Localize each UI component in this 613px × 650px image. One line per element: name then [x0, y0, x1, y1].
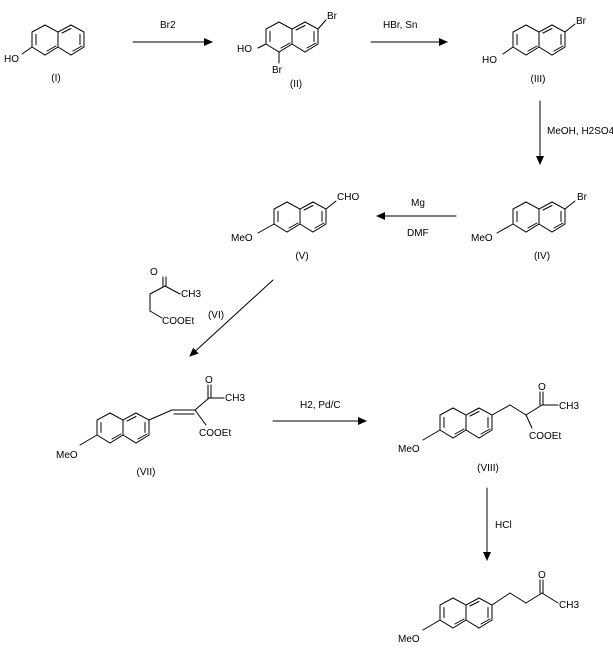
group-label: CH3	[181, 289, 201, 300]
compound-VIII: O CH3 COOEt MeO (VIII)	[398, 382, 579, 474]
reagent-label: H2, Pd/C	[300, 400, 341, 411]
compound-label: (IV)	[534, 251, 550, 262]
compound-label: (I)	[51, 73, 60, 84]
group-label: COOEt	[199, 428, 231, 439]
compound-VI: O CH3 COOEt (VI)	[149, 267, 224, 327]
compound-V: CHO MeO (V)	[231, 192, 359, 262]
compound-VII: O CH3 COOEt MeO (VII)	[56, 375, 245, 478]
reaction-arrow	[189, 279, 274, 357]
group-label: CHO	[337, 192, 359, 203]
group-label: HO	[482, 55, 497, 66]
compound-IV: Br MeO (IV)	[471, 192, 588, 262]
compound-label: (VIII)	[477, 463, 499, 474]
group-label: HO	[237, 44, 252, 55]
group-label: HO	[4, 54, 19, 65]
group-label: Br	[272, 65, 283, 76]
reagent-label: Br2	[160, 20, 176, 31]
group-label: Br	[577, 192, 588, 203]
group-label: Br	[576, 16, 587, 27]
group-label: MeO	[471, 233, 493, 244]
compound-label: (II)	[290, 79, 302, 90]
group-label: MeO	[398, 444, 420, 455]
compound-III: Br HO (III)	[482, 16, 587, 85]
group-label: O	[150, 267, 158, 278]
group-label: O	[538, 570, 546, 581]
group-label: O	[538, 382, 546, 393]
group-label: CH3	[559, 600, 579, 611]
group-label: MeO	[231, 233, 253, 244]
reagent-label: DMF	[407, 228, 429, 239]
compound-label: (III)	[531, 74, 546, 85]
group-label: COOEt	[529, 431, 561, 442]
group-label: MeO	[398, 634, 420, 645]
compound-label: (V)	[295, 251, 308, 262]
group-label: Br	[327, 11, 338, 22]
compound-label: (VII)	[137, 467, 156, 478]
compound-I: HO (I)	[4, 24, 85, 84]
group-label: MeO	[56, 450, 78, 461]
compound-II: Br Br HO (II)	[237, 11, 338, 90]
reagent-label: HCl	[495, 520, 512, 531]
group-label: CH3	[225, 393, 245, 404]
reagent-label: MeOH, H2SO4	[547, 126, 613, 137]
group-label: COOEt	[162, 316, 194, 327]
reagent-label: HBr, Sn	[383, 20, 417, 31]
group-label: CH3	[559, 401, 579, 412]
reagent-label: Mg	[411, 198, 425, 209]
group-label: O	[205, 375, 213, 386]
compound-product: O CH3 MeO	[398, 570, 579, 645]
compound-label: (VI)	[208, 310, 224, 321]
